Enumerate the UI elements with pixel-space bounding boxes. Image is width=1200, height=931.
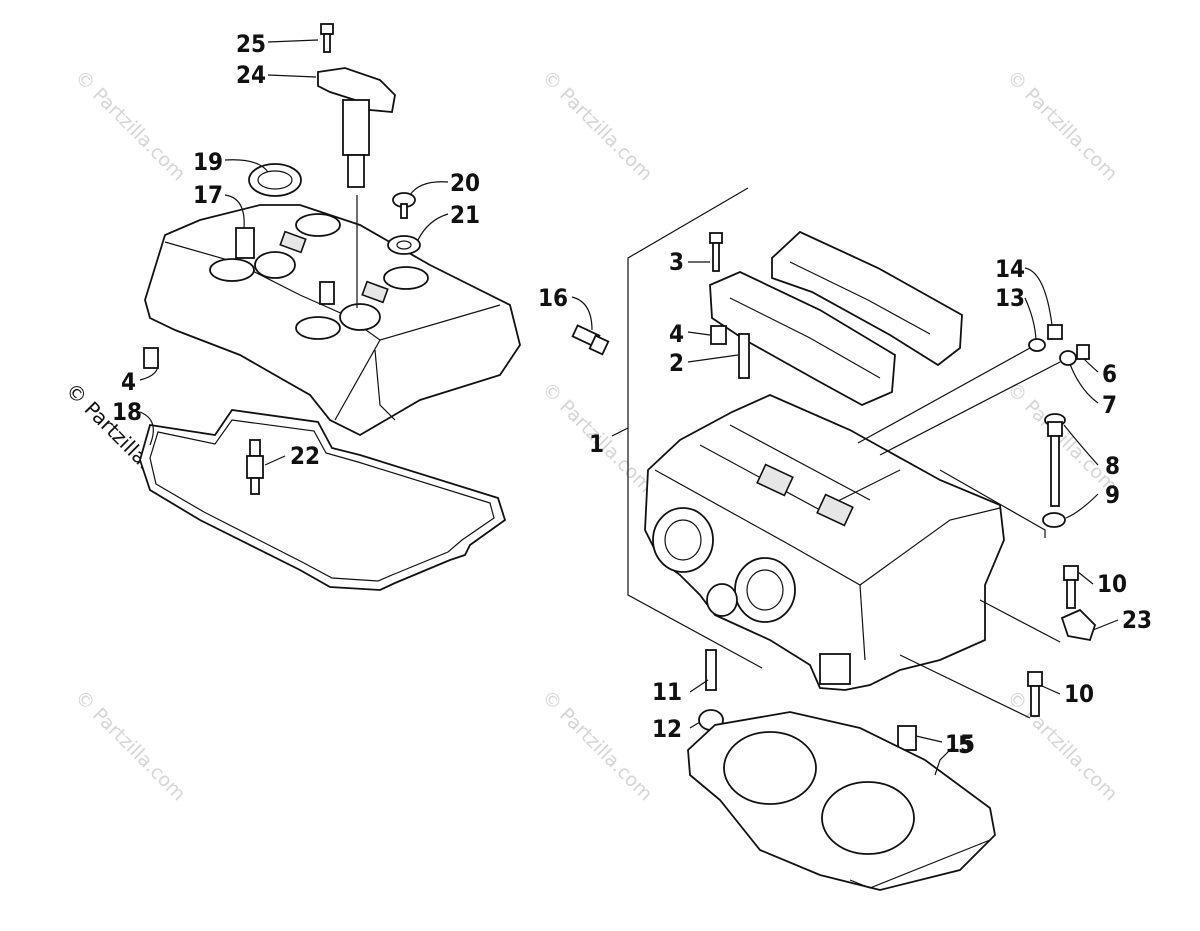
part-5-head-gasket xyxy=(687,711,996,891)
callout-10-lower: 10 xyxy=(1064,680,1094,708)
callout-25: 25 xyxy=(236,30,266,58)
callout-1: 1 xyxy=(589,430,604,458)
part-10-bolt-lower xyxy=(1027,671,1043,717)
part-24-coil xyxy=(317,67,396,188)
callout-13: 13 xyxy=(995,284,1025,312)
part-2-guide xyxy=(738,333,750,379)
part-13-washer xyxy=(1028,338,1046,352)
part-16-fitting xyxy=(571,324,610,356)
part-6-bolt xyxy=(1076,344,1090,360)
part-4-dowel-left xyxy=(143,347,159,369)
leader-9-line xyxy=(939,469,1046,538)
callout-2: 2 xyxy=(669,349,684,377)
callout-24: 24 xyxy=(236,61,266,89)
part-3-bolt xyxy=(709,232,723,272)
part-20-bolt xyxy=(392,192,416,219)
leader-10b-line xyxy=(899,654,1031,719)
callout-23: 23 xyxy=(1122,606,1152,634)
part-25-bolt xyxy=(320,23,334,53)
callout-9: 9 xyxy=(1105,481,1120,509)
callout-11: 11 xyxy=(652,678,682,706)
callout-4-right: 4 xyxy=(669,320,684,348)
camshaft-cap-front xyxy=(709,271,896,407)
callout-19: 19 xyxy=(193,148,223,176)
callout-18: 18 xyxy=(112,398,142,426)
valve-cover-gasket-18 xyxy=(139,409,507,591)
part-14-bolt xyxy=(1047,324,1063,340)
leader-7-line xyxy=(879,361,1061,456)
callout-15: 15 xyxy=(945,730,975,758)
callout-3: 3 xyxy=(669,248,684,276)
callout-8: 8 xyxy=(1105,452,1120,480)
part-15-dowel xyxy=(897,725,917,751)
callout-17: 17 xyxy=(193,181,223,209)
callout-12: 12 xyxy=(652,715,682,743)
callout-leaders xyxy=(139,39,1119,776)
part-4-dowel-right xyxy=(710,325,727,345)
callout-4-left: 4 xyxy=(121,368,136,396)
callout-21: 21 xyxy=(450,201,480,229)
callout-7: 7 xyxy=(1102,391,1117,419)
part-22-spark-plug xyxy=(246,439,264,495)
bracket-line-1 xyxy=(611,187,763,669)
part-19-seal xyxy=(248,163,302,197)
callout-22: 22 xyxy=(290,442,320,470)
part-7-washer xyxy=(1059,350,1077,366)
part-10-bolt-upper xyxy=(1063,565,1079,609)
callout-6: 6 xyxy=(1102,360,1117,388)
callout-14: 14 xyxy=(995,255,1025,283)
callout-10-upper: 10 xyxy=(1097,570,1127,598)
part-23-bracket xyxy=(1060,608,1097,642)
leader-13-line xyxy=(857,347,1031,444)
leader-23-line xyxy=(979,599,1061,643)
part-21-grommet xyxy=(387,235,421,255)
camshaft-cap-rear xyxy=(771,230,963,367)
part-8-bolt xyxy=(1044,413,1066,507)
callout-labels: 25 24 19 17 20 21 4 18 22 16 3 4 2 14 13… xyxy=(112,30,1152,759)
callout-16: 16 xyxy=(538,284,568,312)
valve-cover-17 xyxy=(144,204,521,437)
callout-5: 5 xyxy=(958,731,973,759)
part-11-stud xyxy=(705,649,717,691)
callout-20: 20 xyxy=(450,169,480,197)
part-9-washer xyxy=(1042,512,1066,528)
cylinder-head-1 xyxy=(644,394,1005,691)
